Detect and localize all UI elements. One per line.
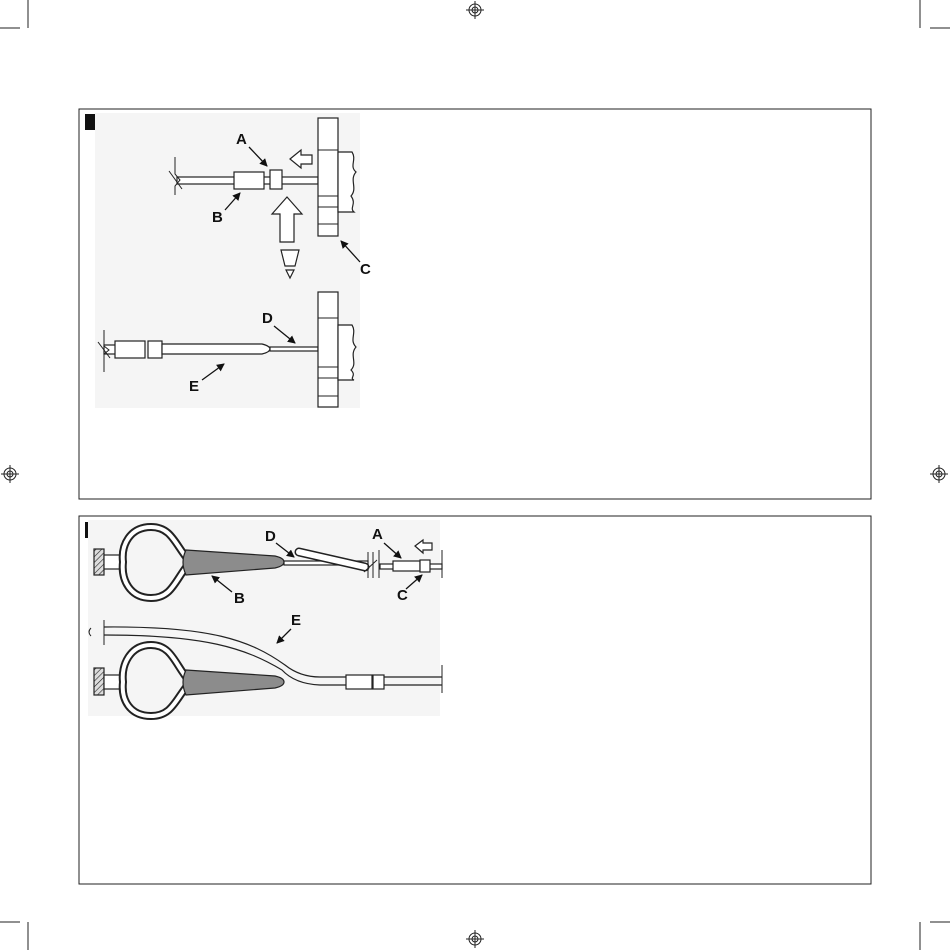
panel-1: A B C D E — [79, 109, 871, 499]
label-d: D — [262, 310, 273, 327]
label-b: B — [234, 590, 245, 607]
label-d: D — [265, 528, 276, 545]
panel-2: D A B C E — [79, 516, 871, 884]
ring-c — [420, 560, 430, 572]
wire-d — [270, 347, 318, 351]
label-e: E — [291, 612, 301, 629]
label-e: E — [189, 378, 199, 395]
label-a: A — [236, 131, 247, 148]
registration-mark-icon — [466, 930, 484, 948]
sleeve-e — [162, 344, 270, 354]
registration-mark-icon — [466, 1, 484, 19]
wheel-c — [318, 118, 338, 236]
connector — [346, 675, 372, 689]
connector-b — [234, 172, 264, 189]
ring — [373, 675, 384, 689]
wheel-hub — [338, 152, 356, 212]
registration-mark-icon — [930, 465, 948, 483]
ring-a — [270, 170, 282, 189]
label-c: C — [360, 261, 371, 278]
wheel — [318, 292, 338, 407]
label-a: A — [372, 526, 383, 543]
handle-end-cap — [94, 549, 104, 575]
label-c: C — [397, 587, 408, 604]
ring — [148, 341, 162, 358]
handle-end-cap — [94, 668, 104, 695]
registration-mark-icon — [1, 465, 19, 483]
connector — [115, 341, 145, 358]
label-b: B — [212, 209, 223, 226]
connector-a — [393, 561, 420, 571]
